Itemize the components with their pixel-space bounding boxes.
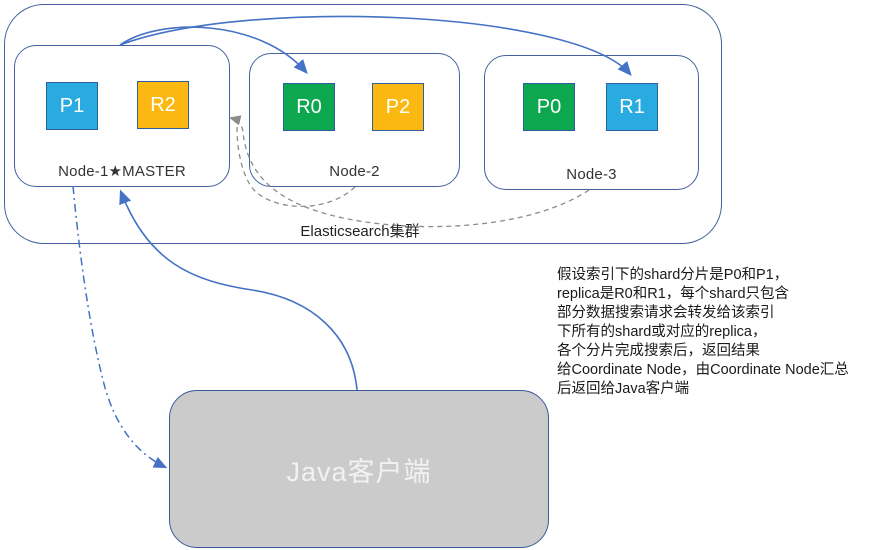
shard-r2: R2: [137, 81, 189, 129]
annotation-line: 给Coordinate Node，由Coordinate Node汇总: [557, 362, 849, 378]
shard-r0: R0: [283, 83, 335, 131]
node-2-label: Node-2: [329, 163, 380, 180]
java-client-box: Java客户端: [169, 390, 549, 548]
annotation-line: 各个分片完成搜索后，返回结果: [557, 343, 760, 359]
annotation-line: 下所有的shard或对应的replica，: [557, 324, 767, 340]
shard-p1: P1: [46, 82, 98, 130]
annotation-line: 假设索引下的shard分片是P0和P1，: [557, 267, 789, 283]
annotation-line: 部分数据搜索请求会转发给该索引: [557, 305, 775, 321]
annotation-line: 后返回给Java客户端: [557, 381, 690, 397]
elasticsearch-cluster-box: [4, 4, 722, 244]
cluster-label: Elasticsearch集群: [300, 223, 420, 240]
annotation-text: 假设索引下的shard分片是P0和P1， replica是R0和R1，每个sha…: [557, 266, 895, 399]
shard-p0: P0: [523, 83, 575, 131]
annotation-line: replica是R0和R1，每个shard只包含: [557, 286, 790, 302]
java-client-label: Java客户端: [286, 456, 432, 487]
shard-r1: R1: [606, 83, 658, 131]
node-3-box: Node-3: [484, 55, 699, 190]
node-1-label: Node-1★MASTER: [58, 163, 186, 180]
node-3-label: Node-3: [566, 166, 617, 183]
node-2-box: Node-2: [249, 53, 460, 187]
shard-p2: P2: [372, 83, 424, 131]
